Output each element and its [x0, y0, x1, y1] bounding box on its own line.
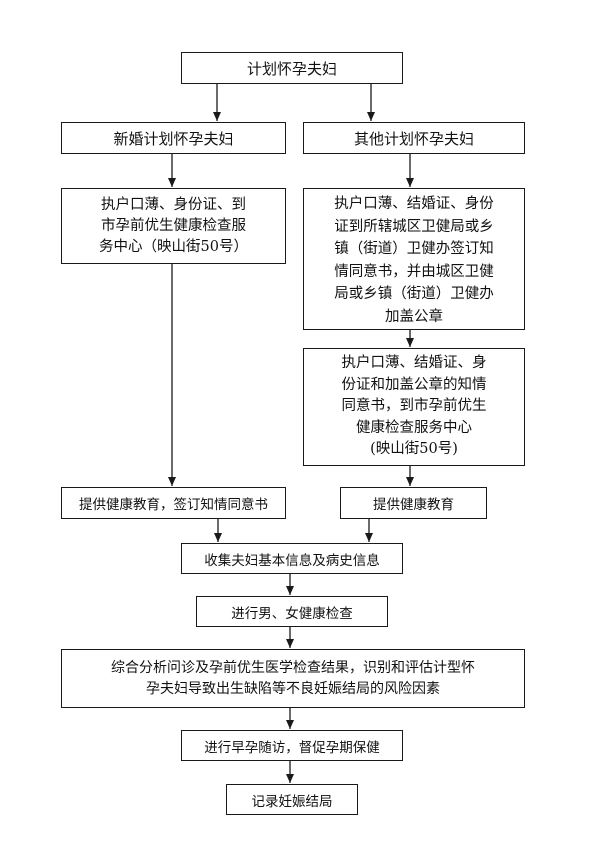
node-other-label: 其他计划怀孕夫妇	[353, 129, 474, 148]
node-checkup: 进行男、女健康检查	[196, 596, 388, 627]
node-left-docs: 执户口薄、身份证、到 市孕前优生健康检查服 务中心（映山街50号）	[61, 188, 286, 264]
node-checkup-label: 进行男、女健康检查	[231, 605, 353, 622]
node-followup-label: 进行早孕随访，督促孕期保健	[204, 739, 380, 756]
node-analysis-label: 综合分析问诊及孕前优生医学检查结果，识别和评估计型怀 孕夫妇导致出生缺陷等不良妊…	[111, 659, 475, 697]
node-newly-married: 新婚计划怀孕夫妇	[61, 122, 286, 154]
node-record-label: 记录妊娠结局	[251, 793, 333, 810]
node-record: 记录妊娠结局	[226, 784, 358, 815]
node-left-edu-label: 提供健康教育，签订知情同意书	[79, 497, 268, 513]
node-root: 计划怀孕夫妇	[181, 52, 403, 84]
node-right-sign: 执户口薄、结婚证、身份 证到所辖城区卫健局或乡 镇（街道）卫健办签订知 情同意书…	[303, 188, 525, 330]
node-root-label: 计划怀孕夫妇	[246, 59, 337, 78]
node-right-sign-label: 执户口薄、结婚证、身份 证到所辖城区卫健局或乡 镇（街道）卫健办签订知 情同意书…	[334, 196, 494, 325]
node-right-edu-label: 提供健康教育	[373, 497, 454, 513]
node-left-edu: 提供健康教育，签订知情同意书	[61, 487, 286, 519]
node-left-docs-label: 执户口薄、身份证、到 市孕前优生健康检查服 务中心（映山街50号）	[99, 196, 248, 255]
node-followup: 进行早孕随访，督促孕期保健	[181, 730, 403, 761]
node-collect: 收集夫妇基本信息及病史信息	[181, 543, 403, 574]
node-analysis: 综合分析问诊及孕前优生医学检查结果，识别和评估计型怀 孕夫妇导致出生缺陷等不良妊…	[61, 649, 525, 708]
node-right-docs: 执户口薄、结婚证、身 份证和加盖公章的知情 同意书，到市孕前优生 健康检查服务中…	[303, 348, 525, 466]
node-right-docs-label: 执户口薄、结婚证、身 份证和加盖公章的知情 同意书，到市孕前优生 健康检查服务中…	[341, 355, 487, 457]
node-newly-married-label: 新婚计划怀孕夫妇	[113, 129, 234, 148]
node-right-edu: 提供健康教育	[340, 487, 487, 519]
node-collect-label: 收集夫妇基本信息及病史信息	[204, 552, 380, 569]
node-other: 其他计划怀孕夫妇	[303, 122, 525, 154]
